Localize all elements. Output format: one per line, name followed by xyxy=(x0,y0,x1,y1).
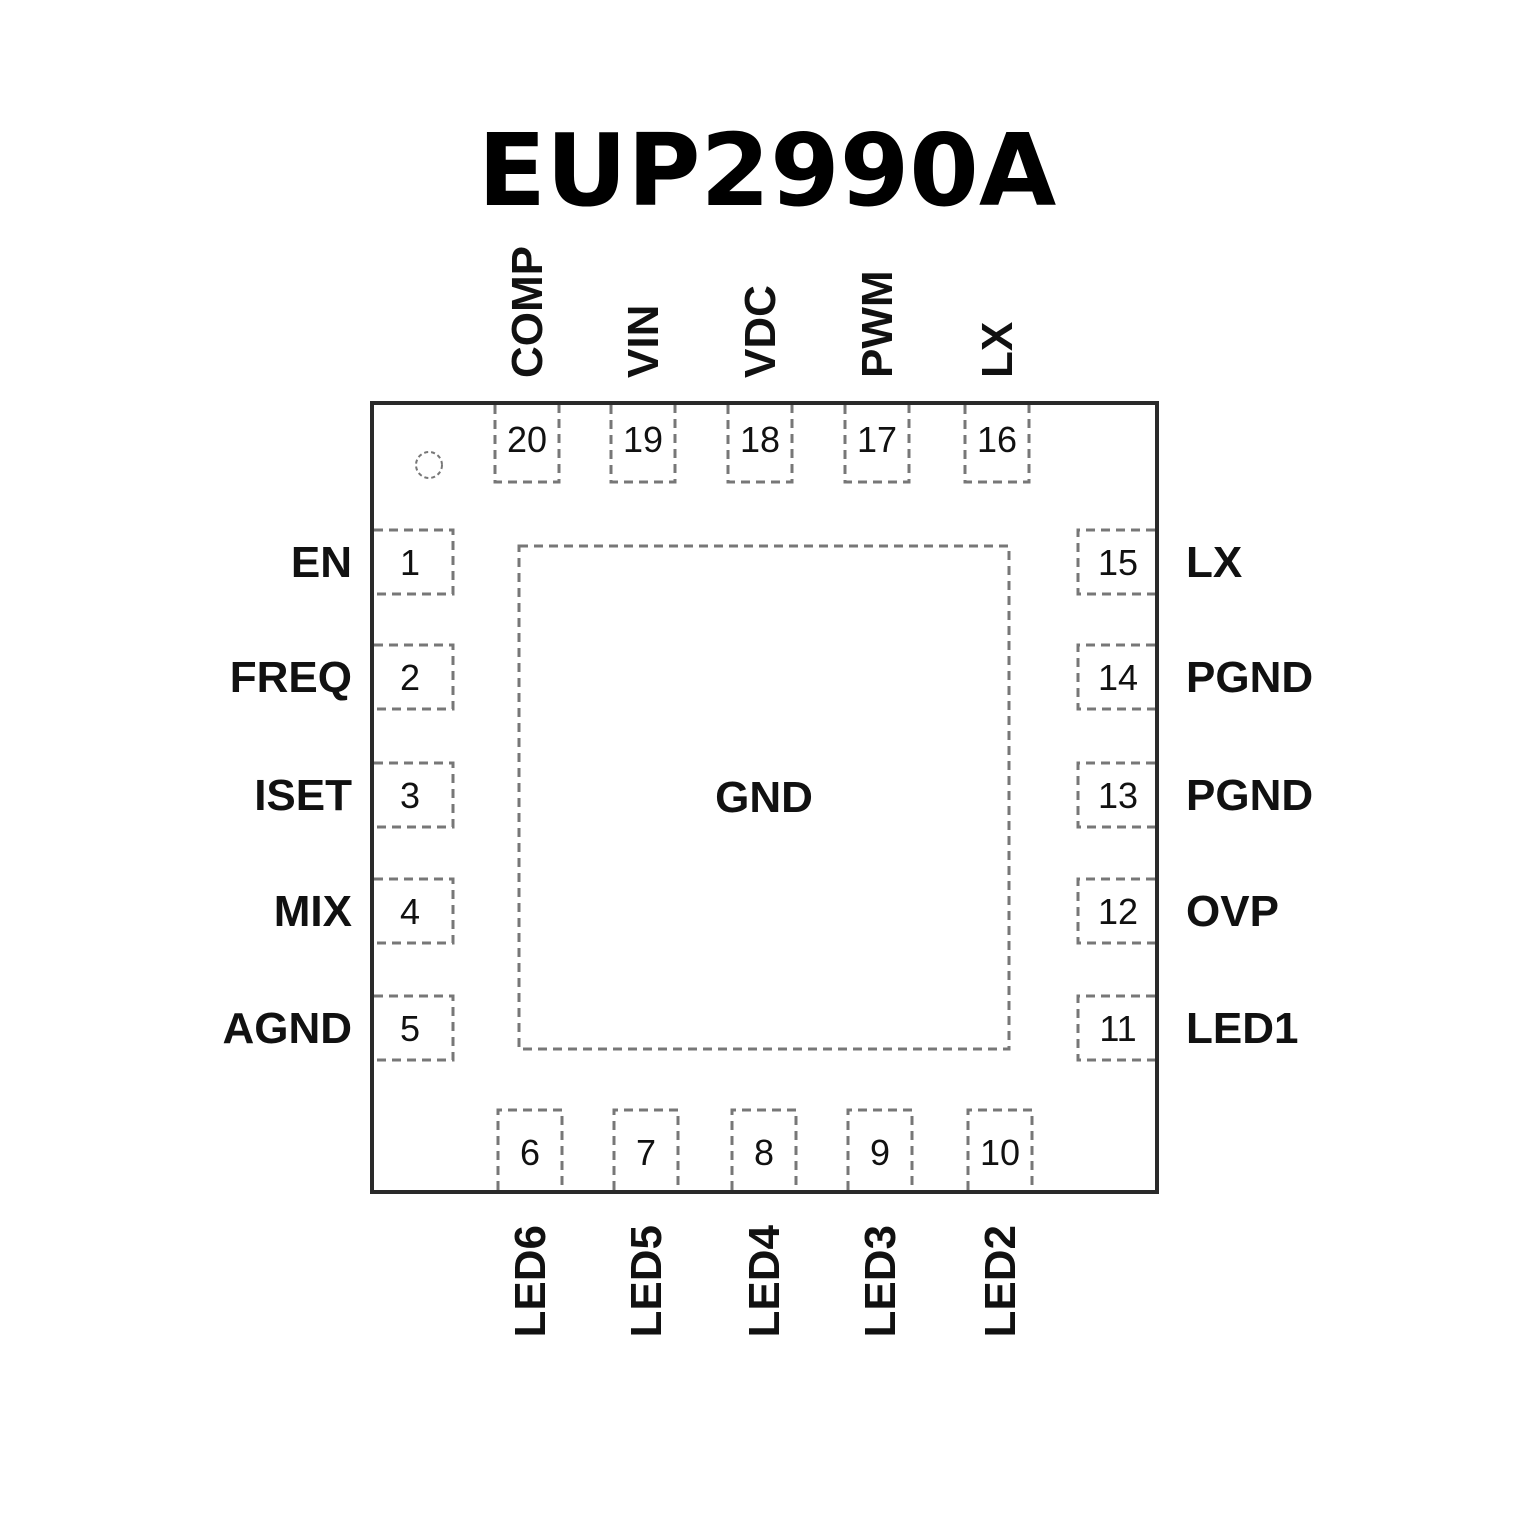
pin-number: 2 xyxy=(400,657,420,698)
pin-name: LX xyxy=(973,322,1022,378)
pin-pad xyxy=(612,1108,680,1190)
pin-pad xyxy=(374,761,455,829)
pin-name: AGND xyxy=(222,1004,352,1053)
pin-number: 4 xyxy=(400,891,420,932)
pin-pad xyxy=(846,1108,914,1190)
pin-number: 9 xyxy=(870,1132,890,1173)
pin-name: LED2 xyxy=(976,1225,1025,1337)
pin-pad xyxy=(1076,994,1155,1062)
pin-pad xyxy=(493,405,561,484)
pin1-indicator-icon xyxy=(415,451,443,479)
pin-number: 8 xyxy=(754,1132,774,1173)
pin-pad xyxy=(496,1108,564,1190)
pin-name: LED3 xyxy=(856,1225,905,1337)
pin-number: 11 xyxy=(1099,1008,1136,1049)
pin-number: 3 xyxy=(400,775,420,816)
pin-number: 17 xyxy=(857,419,897,460)
pin-name: EN xyxy=(291,538,352,587)
pin-number: 18 xyxy=(740,419,780,460)
pin-number: 20 xyxy=(507,419,547,460)
pin-pad xyxy=(374,643,455,711)
pin-name: OVP xyxy=(1186,887,1279,936)
pin-name: LED1 xyxy=(1186,1004,1298,1053)
pin-pad xyxy=(726,405,794,484)
pin-pad xyxy=(1076,528,1155,596)
pin-number: 10 xyxy=(980,1132,1020,1173)
pin-number: 19 xyxy=(623,419,663,460)
pin-pad xyxy=(374,528,455,596)
pin-pad xyxy=(843,405,911,484)
pin-pad xyxy=(374,877,455,945)
center-pad-label: GND xyxy=(715,773,813,822)
chip-title: EUP2990A xyxy=(478,112,1057,229)
pin-name: PGND xyxy=(1186,653,1313,702)
pin-number: 5 xyxy=(400,1008,420,1049)
pin-pad xyxy=(609,405,677,484)
pin-pad xyxy=(963,405,1031,484)
pin-name: FREQ xyxy=(230,653,352,702)
pin-number: 7 xyxy=(636,1132,656,1173)
pin-name: COMP xyxy=(503,246,552,378)
pin-name: PWM xyxy=(853,270,902,378)
pin-number: 16 xyxy=(977,419,1017,460)
pin-number: 1 xyxy=(400,542,420,583)
pin-number: 12 xyxy=(1098,891,1138,932)
package-outline xyxy=(370,401,1159,1194)
pin-pad xyxy=(1076,761,1155,829)
pin-name: PGND xyxy=(1186,771,1313,820)
pin-number: 13 xyxy=(1098,775,1138,816)
pin-pad xyxy=(374,994,455,1062)
pin-name: LX xyxy=(1186,538,1242,587)
pin-name: VDC xyxy=(736,285,785,378)
pin-pad xyxy=(1076,643,1155,711)
pin-number: 6 xyxy=(520,1132,540,1173)
pin-name: VIN xyxy=(619,305,668,378)
pin-name: LED4 xyxy=(740,1224,789,1337)
pin-pad xyxy=(1076,877,1155,945)
pin-pad xyxy=(730,1108,798,1190)
center-ground-pad xyxy=(517,544,1011,1051)
pin-name: LED6 xyxy=(506,1225,555,1337)
pin-name: ISET xyxy=(254,771,352,820)
pin-number: 15 xyxy=(1098,542,1138,583)
pin-name: LED5 xyxy=(622,1225,671,1337)
pin-pad xyxy=(966,1108,1034,1190)
pin-number: 14 xyxy=(1098,657,1138,698)
pin-name: MIX xyxy=(274,887,352,936)
